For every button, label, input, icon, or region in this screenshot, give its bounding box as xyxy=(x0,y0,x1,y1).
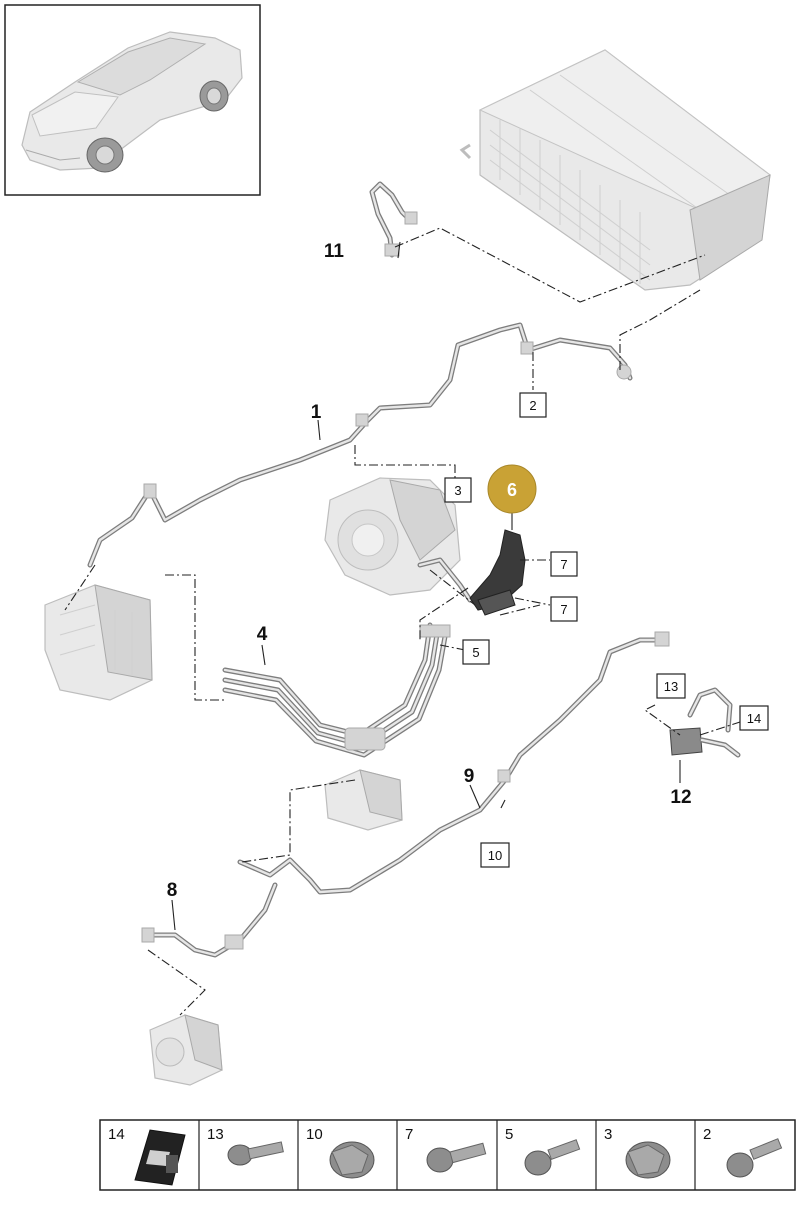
high-voltage-battery xyxy=(459,49,771,291)
flange-bolt-icon xyxy=(227,1141,284,1166)
electric-motor xyxy=(324,477,473,603)
part-9-cooling-line xyxy=(237,631,670,895)
callout-7a-box xyxy=(550,551,578,577)
strip-number-3: 10 xyxy=(306,1126,323,1143)
callout-7a: 7 xyxy=(560,557,567,572)
callout-6: 6 xyxy=(507,480,517,500)
torx-bolt-icon xyxy=(726,1138,783,1178)
part-4-line-bundle xyxy=(222,622,451,758)
rubber-grommet-icon xyxy=(134,1129,186,1186)
strip-cell-3: 10 xyxy=(306,1126,375,1179)
heater-module xyxy=(324,769,403,831)
callout-3: 3 xyxy=(454,483,461,498)
hex-flange-bolt-icon xyxy=(426,1142,487,1173)
callout-1: 1 xyxy=(311,402,322,423)
callout-5: 5 xyxy=(472,645,479,660)
strip-cell-1: 14 xyxy=(108,1126,186,1186)
callout-13-box xyxy=(656,673,686,699)
strip-number-6: 3 xyxy=(604,1126,612,1143)
part-6-bracket xyxy=(469,529,526,616)
strip-cell-5: 5 xyxy=(505,1126,581,1176)
small-parts-strip: 14 13 10 7 xyxy=(99,1119,796,1191)
callouts: 11 2 1 3 6 7 7 4 5 13 14 9 12 10 8 xyxy=(167,241,769,901)
power-electronics-unit xyxy=(44,584,153,701)
callout-7b: 7 xyxy=(560,602,567,617)
callout-11: 11 xyxy=(324,241,345,262)
strip-cell-2: 13 xyxy=(207,1126,284,1166)
strip-cell-7: 2 xyxy=(703,1126,783,1178)
strip-cell-4: 7 xyxy=(405,1126,487,1173)
callout-5-box xyxy=(462,639,490,665)
part-8-cooling-line xyxy=(141,882,278,958)
part-11-hose xyxy=(369,181,418,258)
strip-number-1: 14 xyxy=(108,1126,125,1143)
ac-compressor xyxy=(149,1014,223,1086)
leader-lines xyxy=(64,227,741,1016)
callout-8: 8 xyxy=(167,880,178,901)
strip-number-4: 7 xyxy=(405,1126,413,1143)
flange-nut-icon xyxy=(329,1141,375,1179)
callout-6-highlight xyxy=(487,464,537,514)
callout-4: 4 xyxy=(257,624,268,645)
callout-12: 12 xyxy=(670,787,691,808)
callout-9: 9 xyxy=(464,766,475,787)
callout-10: 10 xyxy=(488,848,502,863)
callout-2-box xyxy=(519,392,547,418)
callout-14: 14 xyxy=(747,711,761,726)
part-12-valve xyxy=(669,687,741,758)
strip-number-5: 5 xyxy=(505,1126,513,1143)
callout-13: 13 xyxy=(664,679,678,694)
torx-bolt-icon xyxy=(524,1139,581,1176)
callout-7b-box xyxy=(550,596,578,622)
strip-number-7: 2 xyxy=(703,1126,711,1143)
callout-3-box xyxy=(444,477,472,503)
callout-2: 2 xyxy=(529,398,536,413)
callout-14-box xyxy=(739,705,769,731)
vehicle-thumbnail xyxy=(4,4,261,196)
strip-number-2: 13 xyxy=(207,1126,224,1143)
strip-cell-6: 3 xyxy=(604,1126,671,1179)
callout-10-box xyxy=(480,842,510,868)
flange-nut-icon xyxy=(625,1141,671,1179)
